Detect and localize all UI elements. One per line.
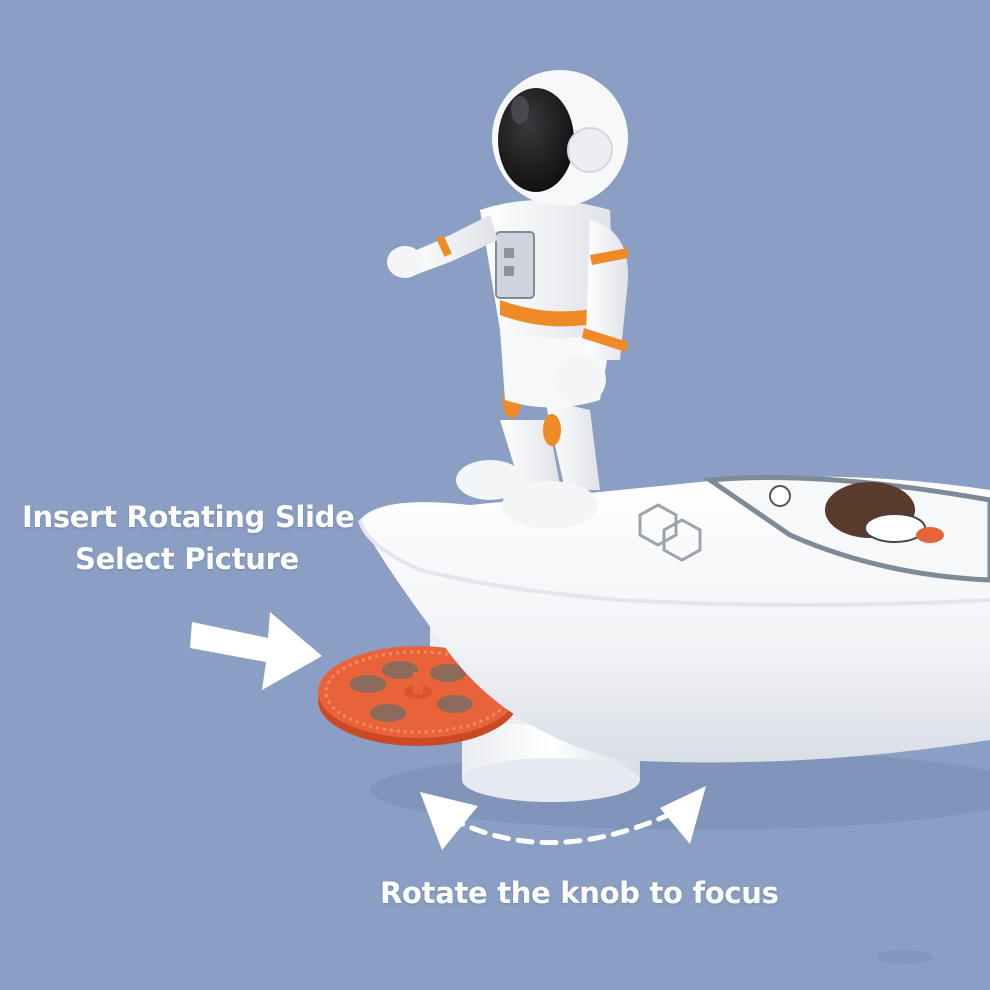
hexagon-logo-icon xyxy=(638,503,702,562)
curved-double-arrow-icon xyxy=(420,786,706,850)
astronaut-figure xyxy=(387,70,629,529)
rotate-knob-caption: Rotate the knob to focus xyxy=(380,876,779,910)
arrow-right-icon xyxy=(190,612,322,690)
watermark-mark xyxy=(877,950,933,964)
insert-slide-caption-line2: Select Picture xyxy=(75,542,299,576)
projector-body xyxy=(358,475,990,763)
insert-slide-caption-line1: Insert Rotating Slide xyxy=(22,500,355,534)
